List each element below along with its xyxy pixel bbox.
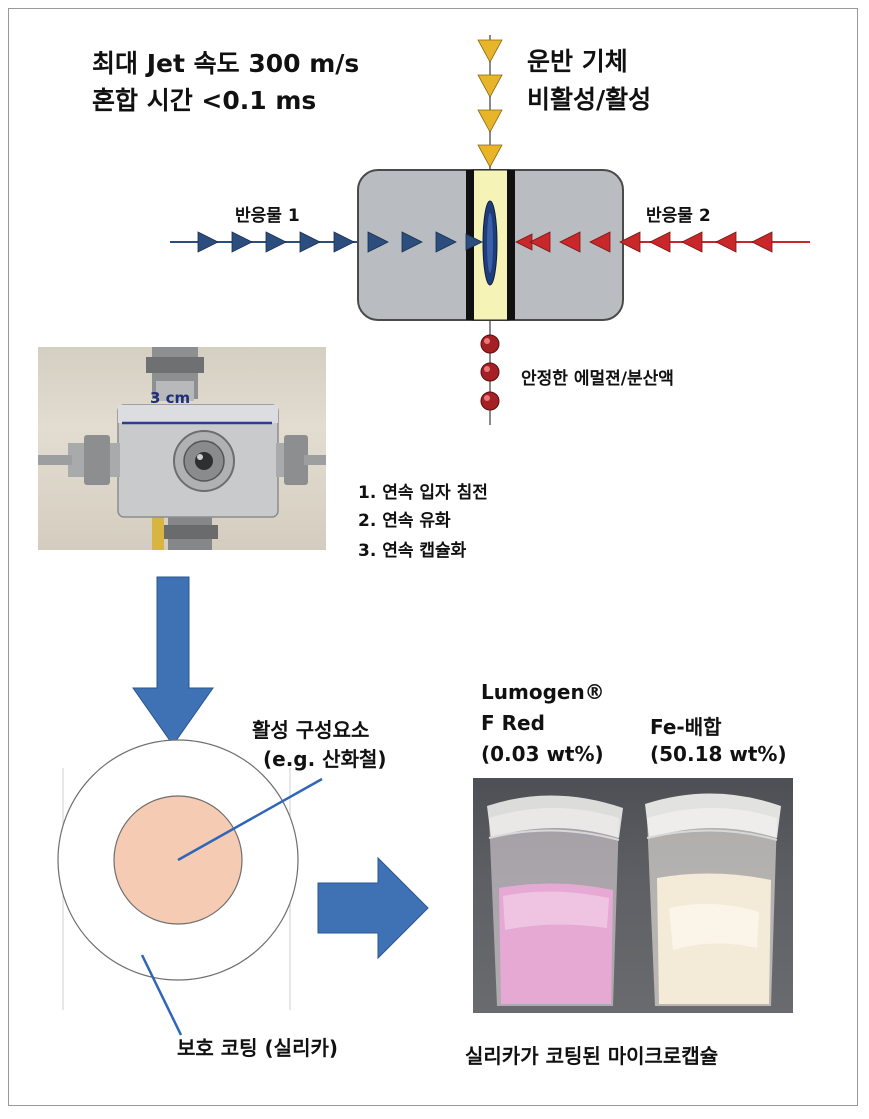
carrier-gas-arrows (477, 39, 503, 168)
down-flow-arrow (132, 576, 214, 746)
samples-caption: 실리카가 코팅된 마이크로캡슐 (465, 1044, 719, 1068)
sample-2-concentration: (50.18 wt%) (650, 742, 787, 766)
reactant-1-arrows (197, 231, 483, 253)
product-beads (480, 334, 500, 411)
right-flow-arrow (317, 856, 429, 960)
reactant-2-arrows (515, 231, 773, 253)
jet-mixing-core (487, 213, 493, 273)
chamber-wall-right (507, 170, 515, 320)
core-pointer-line (177, 777, 323, 862)
sample-1-subname: F Red (481, 711, 545, 735)
product-label: 안정한 에멀젼/분산액 (521, 369, 674, 389)
process-item-2: 2. 연속 유화 (358, 511, 451, 531)
carrier-gas-label: 운반 기체 (527, 47, 628, 76)
mixer-photo-drawing (38, 347, 326, 550)
core-example-label: (e.g. 산화철) (263, 747, 387, 771)
core-label: 활성 구성요소 (252, 718, 370, 742)
jet-speed-label: 최대 Jet 속도 300 m/s (92, 49, 360, 78)
sample-jars-drawing (487, 793, 781, 1006)
microcapsule-samples-photo (473, 778, 793, 1013)
sample-2-name: Fe-배합 (650, 715, 722, 739)
carrier-gas-type-label: 비활성/활성 (527, 85, 652, 114)
reactant-1-label: 반응물 1 (235, 206, 300, 226)
shell-label: 보호 코팅 (실리카) (177, 1036, 339, 1060)
process-item-3: 3. 연속 캡슐화 (358, 541, 467, 561)
mixing-time-label: 혼합 시간 <0.1 ms (92, 86, 317, 115)
reactant-2-label: 반응물 2 (646, 206, 711, 226)
mixer-photo: 3 cm (38, 347, 326, 550)
shell-pointer-line (140, 954, 183, 1036)
figure-frame (8, 8, 858, 1106)
process-item-1: 1. 연속 입자 침전 (358, 483, 488, 503)
sample-1-name: Lumogen® (481, 680, 605, 704)
scale-label: 3 cm (150, 389, 191, 407)
sample-1-concentration: (0.03 wt%) (481, 742, 604, 766)
